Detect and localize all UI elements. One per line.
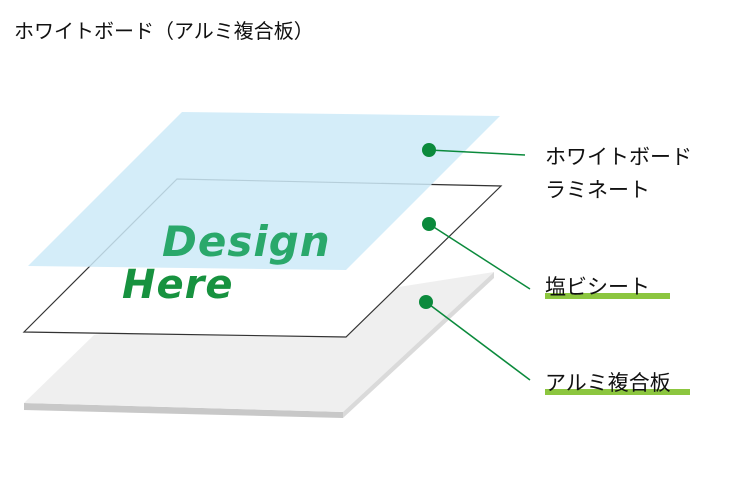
leader-dot — [422, 143, 436, 157]
callout-whiteboard-laminate: ホワイトボード ラミネート — [422, 143, 692, 202]
leader-dot — [419, 295, 433, 309]
callout-vinyl-sheet: 塩ビシート — [422, 217, 670, 299]
layer-label-line: ラミネート — [545, 178, 650, 202]
layer-label-line: 塩ビシート — [545, 275, 650, 299]
aluminium-board-side — [343, 272, 494, 418]
label-underline — [545, 389, 690, 395]
leader-line — [428, 149, 526, 156]
design-text-design: Design — [162, 217, 331, 266]
callout-aluminium-board: アルミ複合板 — [419, 295, 690, 395]
leader-line — [428, 223, 531, 290]
leader-dot — [422, 217, 436, 231]
aluminium-board-edge — [24, 403, 343, 418]
leader-line — [425, 301, 531, 381]
layer-label-line: ホワイトボード — [545, 145, 692, 169]
label-underline — [545, 293, 670, 299]
design-text-here: Here — [122, 262, 233, 308]
whiteboard-laminate — [28, 112, 500, 270]
page-title: ホワイトボード（アルミ複合板） — [14, 19, 314, 43]
layer-label-line: アルミ複合板 — [545, 371, 671, 395]
